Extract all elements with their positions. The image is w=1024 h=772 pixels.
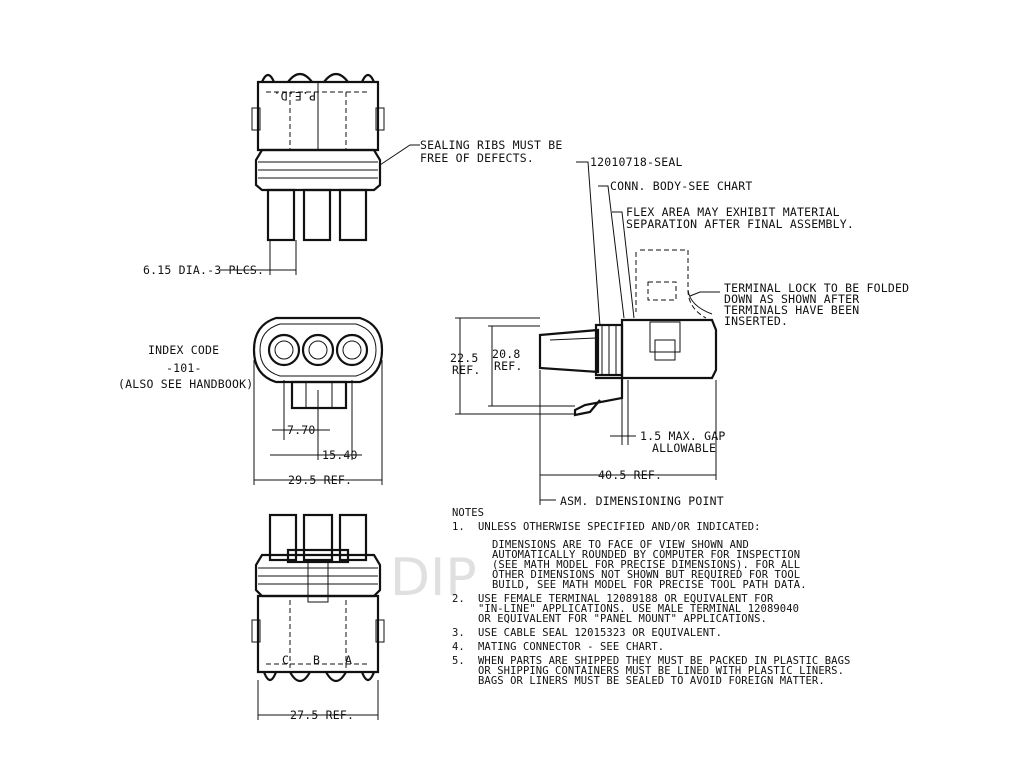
front-view: 7.70 15.40 29.5 REF. INDEX CODE -101- (A… [118,316,384,487]
side-view: 12010718-SEAL CONN. BODY-SEE CHART FLEX … [450,155,909,508]
index-code-label: INDEX CODE [148,343,219,357]
flex-area-label-2: SEPARATION AFTER FINAL ASSEMBLY. [626,217,854,231]
note-1-body-4: OTHER DIMENSIONS NOT SHOWN BUT REQUIRED … [492,569,800,581]
dim-208-ref: REF. [494,359,523,373]
notes-title: NOTES [452,507,484,519]
note-1-body-2: AUTOMATICALLY ROUNDED BY COMPUTER FOR IN… [492,549,800,561]
note-2-num: 2. [452,593,465,605]
terminal-lock-label-1: TERMINAL LOCK TO BE FOLDED [724,281,909,295]
dim-225: 22.5 [450,351,479,365]
cavity-b-label: B [313,653,320,667]
dim-275: 27.5 REF. [290,708,354,722]
note-4: MATING CONNECTOR - SEE CHART. [478,641,664,653]
note-1-body-3: (SEE MATH MODEL FOR PRECISE DIMENSIONS).… [492,559,800,571]
terminal-lock-label-3: TERMINALS HAVE BEEN [724,303,859,317]
note-4-num: 4. [452,641,465,653]
conn-body-label: CONN. BODY-SEE CHART [610,179,752,193]
index-code-value: -101- [166,361,202,375]
note-2-line-1: USE FEMALE TERMINAL 12089188 OR EQUIVALE… [478,593,774,605]
terminal-lock-label-4: INSERTED. [724,314,788,328]
sealing-ribs-label-2: FREE OF DEFECTS. [420,151,534,165]
dim-295: 29.5 REF. [288,473,352,487]
cavity-c-label: C [282,653,289,667]
dim-405: 40.5 REF. [598,468,662,482]
asm-dimensioning-label: ASM. DIMENSIONING POINT [560,494,724,508]
terminal-lock-label-2: DOWN AS SHOWN AFTER [724,292,859,306]
ped-label: P.E.D. [273,89,316,103]
note-5-line-2: OR SHIPPING CONTAINERS MUST BE LINED WIT… [478,665,844,677]
sealing-ribs-label-1: SEALING RIBS MUST BE [420,138,562,152]
dim-1540: 15.40 [322,448,358,462]
note-1-body-1: DIMENSIONS ARE TO FACE OF VIEW SHOWN AND [492,539,749,551]
flex-area-label-1: FLEX AREA MAY EXHIBIT MATERIAL [626,205,840,219]
dim-225-ref: REF. [452,363,481,377]
gap-label-2: ALLOWABLE [652,441,716,455]
note-2-line-2: "IN-LINE" APPLICATIONS. USE MALE TERMINA… [478,603,799,615]
note-5-line-1: WHEN PARTS ARE SHIPPED THEY MUST BE PACK… [478,655,850,667]
bottom-view: C B A 27.5 REF. [251,513,385,722]
note-3-num: 3. [452,627,465,639]
cavity-a-label: A [345,653,352,667]
note-1-body-5: BUILD, SEE MATH MODEL FOR PRECISE TOOL P… [492,579,807,591]
note-2-line-3: OR EQUIVALENT FOR "PANEL MOUNT" APPLICAT… [478,613,767,625]
note-5-line-3: BAGS OR LINERS MUST BE SEALED TO AVOID F… [478,675,825,687]
seal-label: 12010718-SEAL [590,155,683,169]
dim-770: 7.70 [287,423,316,437]
notes-block: NOTES 1. UNLESS OTHERWISE SPECIFIED AND/… [452,507,850,687]
dim-208: 20.8 [492,347,521,361]
watermark: DIP [390,548,477,608]
gap-label-1: 1.5 MAX. GAP [640,429,725,443]
note-1-num: 1. [452,521,465,533]
dia-label: 6.15 DIA.-3 PLCS. [143,263,264,277]
note-5-num: 5. [452,655,465,667]
see-handbook-label: (ALSO SEE HANDBOOK) [118,377,253,391]
note-1: UNLESS OTHERWISE SPECIFIED AND/OR INDICA… [478,521,761,533]
top-view: P.E.D. SEALING RIBS MUST BE FREE OF DEFE… [143,72,562,277]
note-3: USE CABLE SEAL 12015323 OR EQUIVALENT. [478,627,722,639]
